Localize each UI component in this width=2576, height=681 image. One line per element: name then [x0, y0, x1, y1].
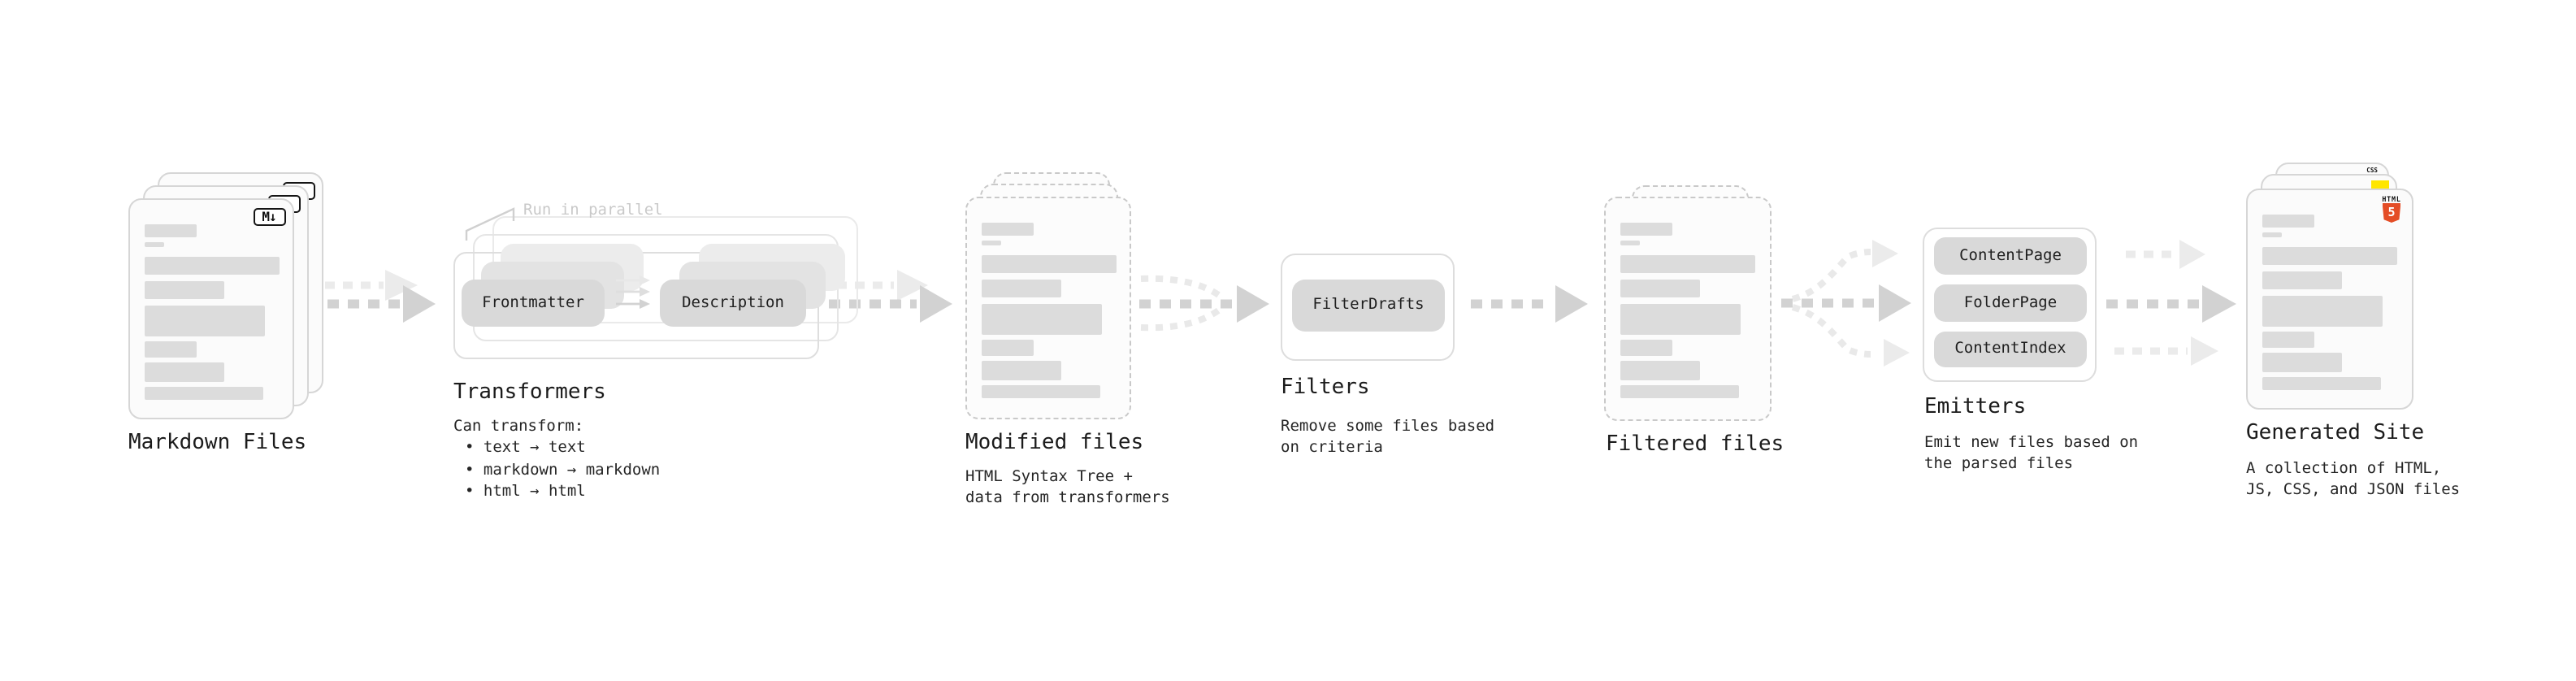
placeholder-line	[1620, 303, 1741, 335]
filter-step-filterdrafts: FilterDrafts	[1292, 279, 1445, 331]
placeholder-line	[2262, 246, 2397, 264]
placeholder-line	[145, 256, 280, 274]
filters-description: Remove some files based on criteria	[1281, 415, 1494, 458]
placeholder-lines	[982, 223, 1117, 398]
stage-label-filters: Filters	[1281, 375, 1370, 400]
filtered-file-card-front	[1604, 197, 1772, 421]
placeholder-line	[1620, 384, 1739, 398]
placeholder-line	[145, 341, 197, 358]
placeholder-line	[2262, 271, 2342, 288]
placeholder-line	[1620, 279, 1700, 297]
generated-file-card-front: HTML 5	[2246, 189, 2413, 410]
placeholder-line	[145, 241, 164, 247]
placeholder-line	[1620, 223, 1672, 236]
placeholder-line	[145, 362, 224, 381]
placeholder-line	[982, 384, 1100, 398]
placeholder-line	[1620, 240, 1640, 245]
placeholder-line	[2262, 332, 2314, 348]
stage-label-filtered-files: Filtered files	[1606, 432, 1785, 456]
placeholder-line	[145, 305, 265, 336]
modified-desc-line: HTML Syntax Tree +	[965, 467, 1133, 485]
generated-desc-line: A collection of HTML,	[2246, 459, 2442, 477]
placeholder-line	[145, 280, 224, 298]
placeholder-line	[982, 360, 1061, 380]
markdown-icon: M↓	[253, 207, 285, 225]
filters-desc-line: on criteria	[1281, 438, 1383, 457]
emitters-desc-line: the parsed files	[1924, 454, 2074, 473]
placeholder-line	[982, 254, 1117, 272]
placeholder-lines	[1620, 223, 1755, 398]
html5-icon: HTML 5	[2381, 194, 2402, 223]
stage-label-markdown-files: Markdown Files	[128, 431, 307, 455]
emitter-step-contentpage: ContentPage	[1934, 237, 2087, 274]
placeholder-line	[982, 223, 1034, 236]
markdown-file-card-front: M↓	[128, 198, 294, 419]
placeholder-line	[1620, 360, 1700, 380]
generated-site-description: A collection of HTML, JS, CSS, and JSON …	[2246, 458, 2460, 501]
run-in-parallel-annotation: Run in parallel	[523, 201, 663, 219]
modified-desc-line: data from transformers	[965, 488, 1170, 507]
modified-files-description: HTML Syntax Tree + data from transformer…	[965, 466, 1170, 509]
stage-label-generated-site: Generated Site	[2246, 420, 2425, 445]
html5-icon-word: HTML	[2382, 194, 2401, 202]
emitter-step-folderpage: FolderPage	[1934, 284, 2087, 321]
modified-file-card-front	[965, 197, 1131, 419]
emitters-desc-line: Emit new files based on	[1924, 433, 2139, 451]
stage-label-transformers: Transformers	[453, 380, 606, 405]
placeholder-lines	[145, 224, 280, 400]
placeholder-line	[1620, 340, 1672, 356]
placeholder-line	[982, 240, 1001, 245]
filters-desc-line: Remove some files based	[1281, 417, 1495, 435]
transformers-desc-title: Can transform:	[453, 418, 584, 436]
transformer-step-frontmatter: Frontmatter	[462, 280, 605, 327]
stage-label-modified-files: Modified files	[965, 431, 1144, 455]
transformers-bullet: • text → text	[465, 439, 586, 458]
placeholder-line	[982, 303, 1102, 335]
generated-desc-line: JS, CSS, and JSON files	[2246, 480, 2461, 499]
transformer-step-description: Description	[660, 280, 806, 327]
emitter-step-contentindex: ContentIndex	[1934, 331, 2087, 367]
emitters-description: Emit new files based on the parsed files	[1924, 432, 2138, 475]
placeholder-line	[145, 224, 197, 237]
placeholder-line	[2262, 232, 2282, 237]
placeholder-line	[145, 386, 263, 400]
html5-icon-shield: 5	[2382, 202, 2401, 223]
placeholder-line	[2262, 376, 2381, 390]
transformers-bullet: • html → html	[465, 482, 586, 501]
placeholder-line	[2262, 215, 2314, 228]
javascript-icon	[2371, 180, 2389, 189]
transformers-bullet: • markdown → markdown	[465, 461, 661, 479]
transformers-description: Can transform: • text → text • markdown …	[453, 416, 660, 502]
placeholder-lines	[2262, 215, 2397, 390]
placeholder-line	[1620, 254, 1755, 272]
stage-label-emitters: Emitters	[1924, 394, 2027, 419]
placeholder-line	[982, 279, 1061, 297]
placeholder-line	[2262, 352, 2342, 371]
placeholder-line	[982, 340, 1034, 356]
placeholder-line	[2262, 295, 2383, 327]
